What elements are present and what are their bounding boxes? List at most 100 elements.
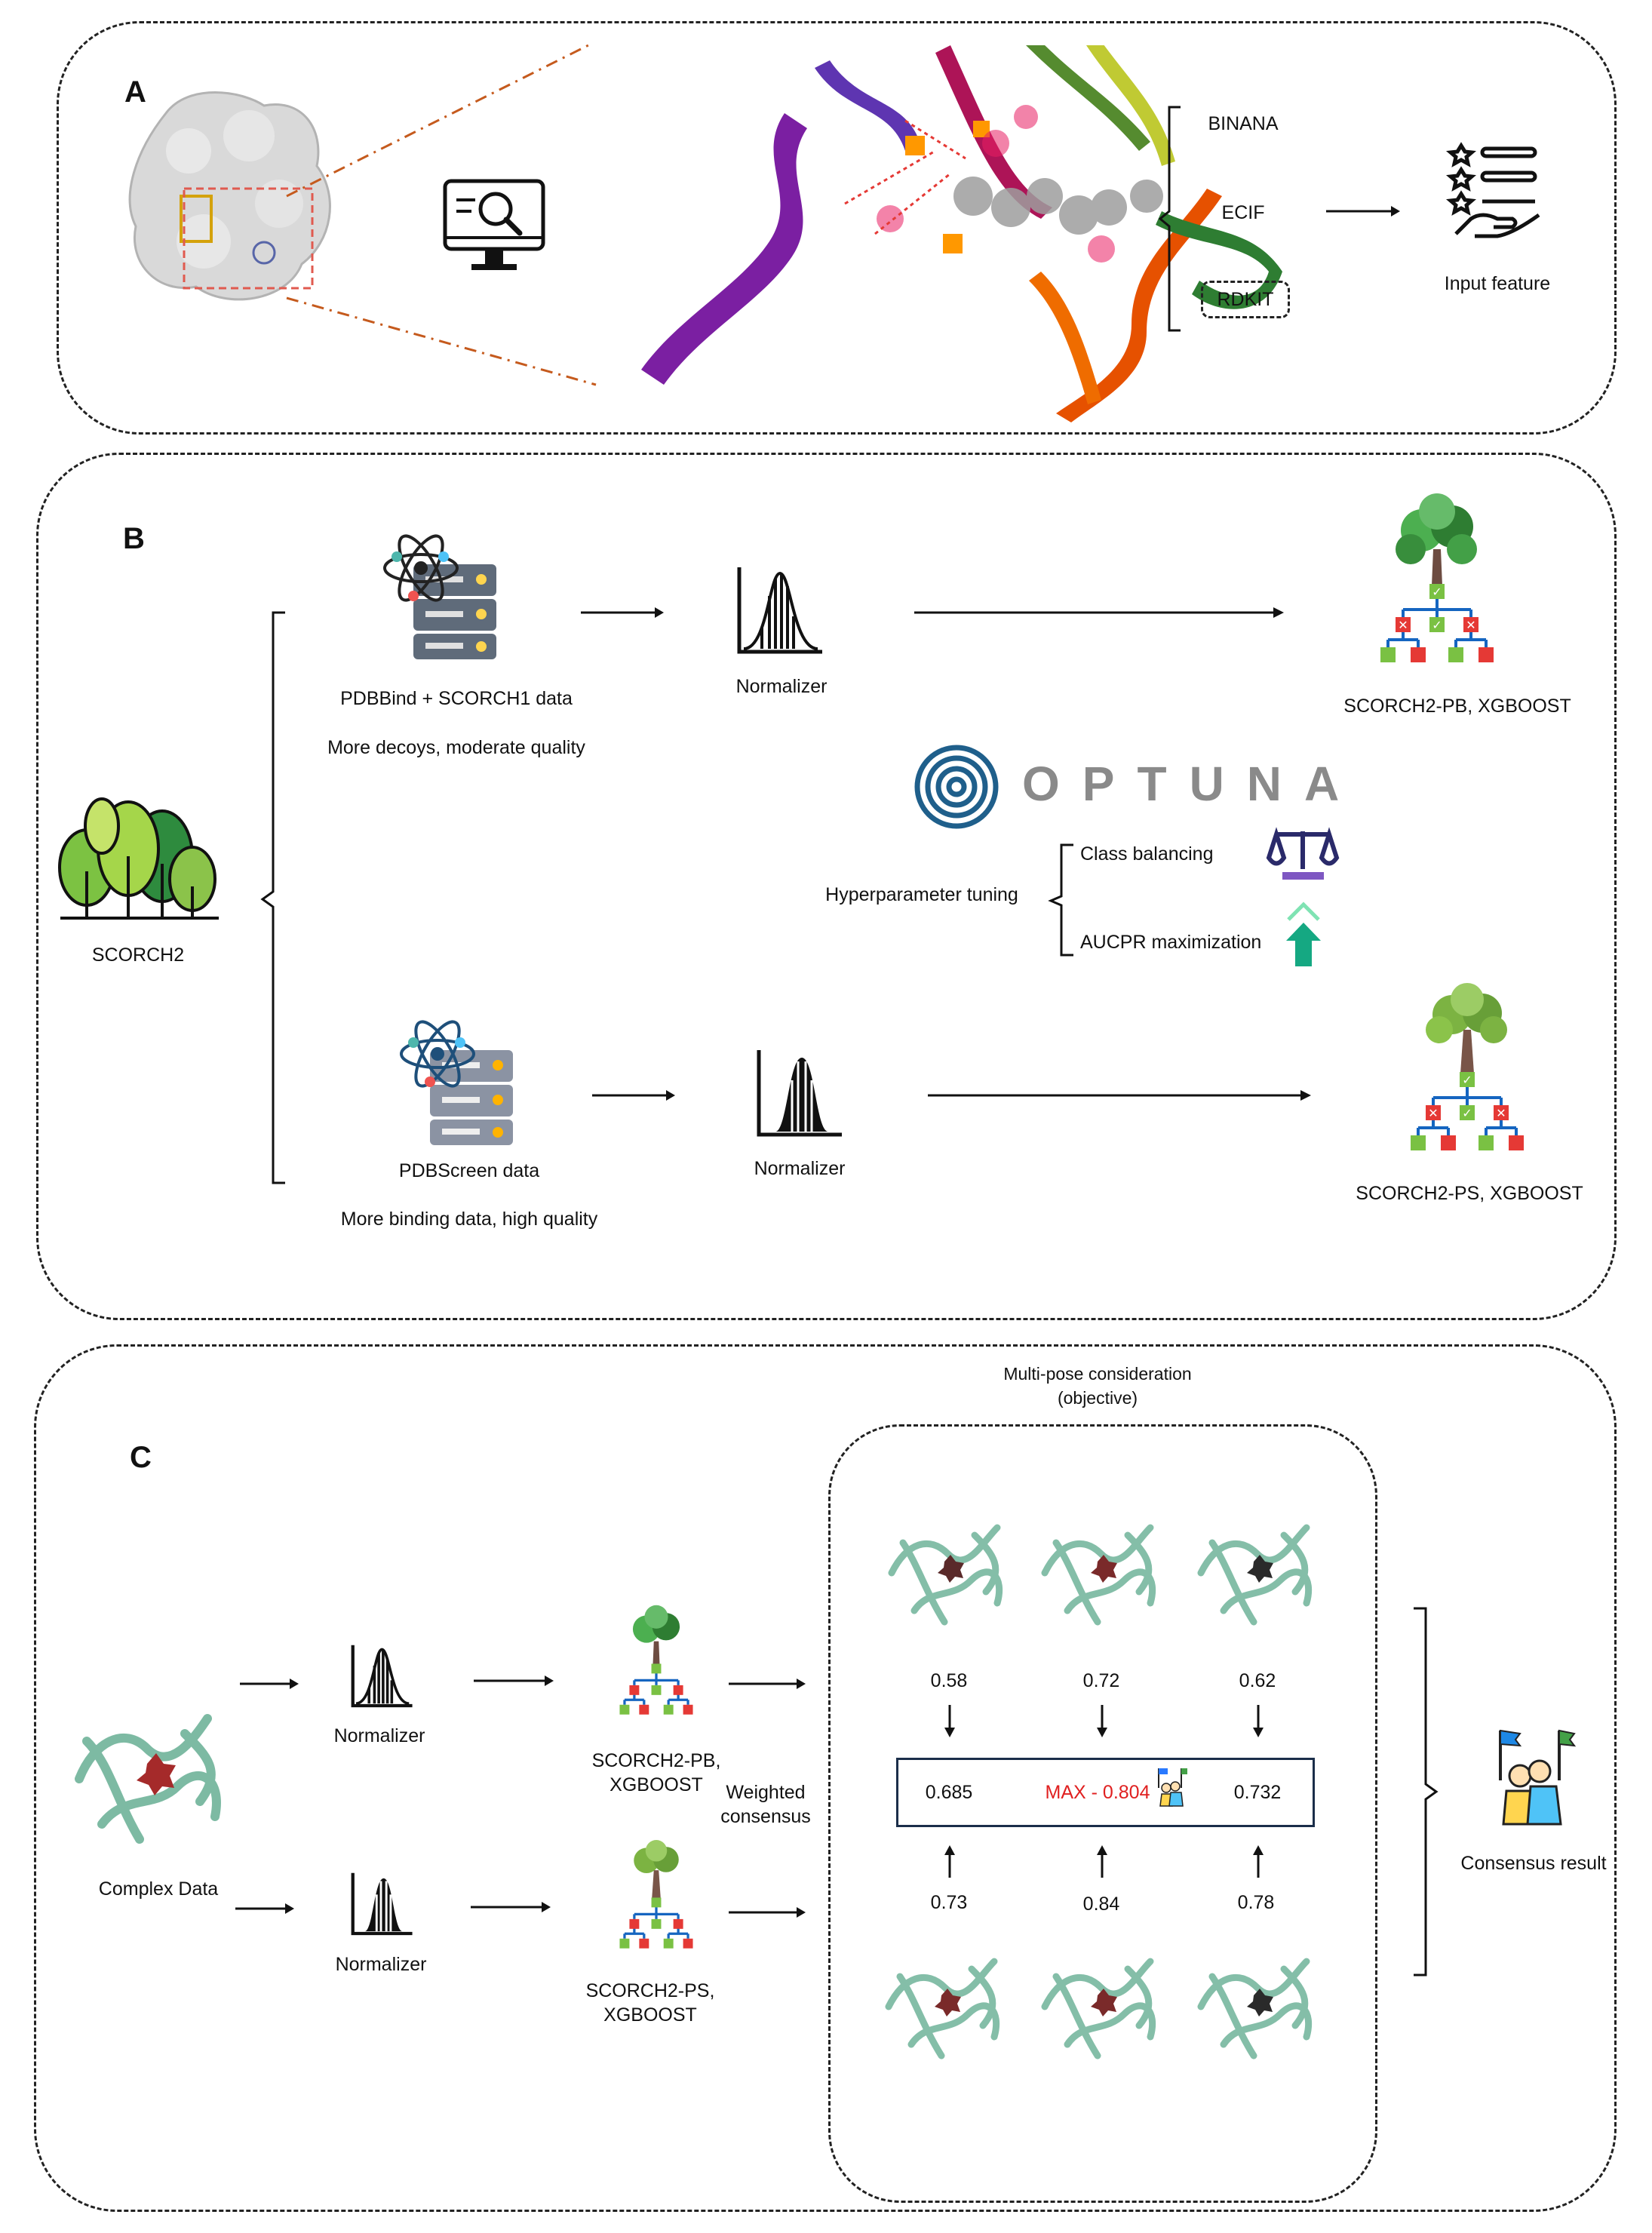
svg-text:✓: ✓ [1462,1106,1472,1120]
consensus-result-icon [1499,1729,1577,1826]
arrow-c-top-1 [240,1679,299,1689]
weighted-consensus-line1: Weighted [726,1782,806,1803]
arrow-up [944,1845,955,1878]
pose-image [1197,1958,1313,2059]
weighted-consensus-line2: consensus [720,1806,811,1827]
complex-data-label: Complex Data [98,1878,219,1900]
feature-binana: BINANA [1208,113,1279,134]
feature-rdkit-box [1201,281,1290,318]
normalizer-c-bottom-label: Normalizer [335,1954,427,1975]
consensus-value: 0.732 [1233,1782,1282,1803]
svg-text:✓: ✓ [1432,585,1442,599]
normalizer-icon-top [737,567,822,654]
svg-text:✓: ✓ [1432,618,1442,632]
arrow-c-bottom-3 [729,1907,806,1918]
normalizer-icon-c-top [351,1645,413,1708]
arrow-up [1097,1845,1107,1878]
pose-image [888,1524,1003,1626]
bottom-score: 0.73 [930,1892,968,1913]
feature-rdkit: RDKIT [1217,289,1274,310]
bottom-data-desc: More binding data, high quality [340,1209,598,1230]
normalizer-icon-bottom [757,1050,842,1137]
input-feature-label: Input feature [1444,273,1551,294]
forest-icon [58,797,219,920]
zoom-lines [286,44,597,386]
arrow-c-top-3 [729,1679,806,1689]
database-atom-icon-bottom [400,1020,513,1145]
top-data-desc: More decoys, moderate quality [327,737,585,758]
feature-ecif: ECIF [1221,202,1265,223]
panel-c [34,1344,1617,2212]
computer-search-icon [443,179,545,270]
protein-surface-image [128,91,331,301]
aucpr-label: AUCPR maximization [1080,932,1262,953]
arrow-top-2 [914,607,1284,618]
bottom-normalizer-label: Normalizer [754,1158,846,1179]
panel-b [36,453,1617,1320]
optuna-logo-icon [914,745,999,829]
pose-image [1197,1524,1313,1626]
decision-tree-icon-bottom: ✓ ✕ ✓ ✕ [1411,983,1524,1150]
svg-text:✓: ✓ [1462,1073,1472,1087]
arrow-down [1253,1705,1264,1737]
branch-bracket [260,611,285,1184]
balance-scale-icon [1266,827,1340,880]
multipose-title-line2: (objective) [1057,1388,1138,1408]
feature-bracket [1158,106,1181,332]
model-c-top-line2: XGBOOST [610,1774,703,1795]
winner-icon [1158,1768,1187,1807]
top-score: 0.62 [1239,1670,1276,1691]
top-data-label: PDBBind + SCORCH1 data [340,688,573,709]
decision-tree-icon-c-bottom [619,1840,693,1949]
consensus-value: 0.685 [925,1782,973,1803]
arrow-bottom-1 [592,1090,675,1101]
svg-text:✕: ✕ [1398,618,1408,632]
model-c-bottom-line2: XGBOOST [603,2004,697,2026]
svg-text:✕: ✕ [1496,1106,1506,1120]
decision-tree-icon-top: ✓ ✕ ✓ ✕ [1380,493,1494,662]
panel-a-letter: A [124,75,146,109]
top-model-label: SCORCH2-PB, XGBOOST [1343,696,1571,717]
binding-site-image [641,45,1282,422]
class-balancing-label: Class balancing [1080,843,1214,865]
model-c-bottom-line1: SCORCH2-PS, [585,1980,715,2001]
arrow-top-1 [581,607,664,618]
decision-tree-icon-c-top [619,1605,693,1715]
bottom-score: 0.84 [1082,1894,1120,1915]
multipose-panel [828,1424,1377,2203]
consensus-result-label: Consensus result [1460,1853,1607,1874]
bottom-score: 0.78 [1237,1892,1275,1913]
hyperparameter-tuning-label: Hyperparameter tuning [825,884,1018,905]
arrow-c-bottom-1 [235,1903,294,1914]
scorch2-label: SCORCH2 [91,944,185,966]
svg-text:✕: ✕ [1428,1106,1438,1120]
arrow-up [1253,1845,1264,1878]
arrow-c-top-2 [474,1676,554,1686]
arrow-bottom-2 [928,1090,1311,1101]
panel-c-letter: C [130,1441,152,1474]
complex-protein-image [75,1714,221,1844]
arrow-down [944,1705,955,1737]
pose-image [1041,1958,1156,2059]
database-atom-icon-top [383,534,496,659]
top-score: 0.72 [1082,1670,1120,1691]
bottom-data-label: PDBScreen data [398,1160,540,1181]
multipose-title-line1: Multi-pose consideration [1003,1364,1192,1384]
svg-text:✕: ✕ [1466,618,1475,632]
arrow-down [1097,1705,1107,1737]
optuna-wordmark: OPTUNA [1022,757,1362,811]
arrow-c-bottom-2 [471,1902,551,1912]
result-bracket [1414,1607,1439,1977]
bottom-model-label: SCORCH2-PS, XGBOOST [1356,1183,1583,1204]
pose-image [1041,1524,1156,1626]
pose-image [885,1958,1000,2059]
normalizer-c-top-label: Normalizer [333,1725,425,1746]
tuning-bracket [1048,843,1073,957]
arrow-to-input-feature [1326,206,1400,217]
panel-a [57,21,1617,435]
normalizer-icon-c-bottom [351,1872,413,1936]
consensus-values-box [896,1758,1315,1827]
input-feature-icon [1446,142,1540,238]
panel-b-letter: B [123,522,145,555]
model-c-top-line1: SCORCH2-PB, [591,1750,721,1771]
